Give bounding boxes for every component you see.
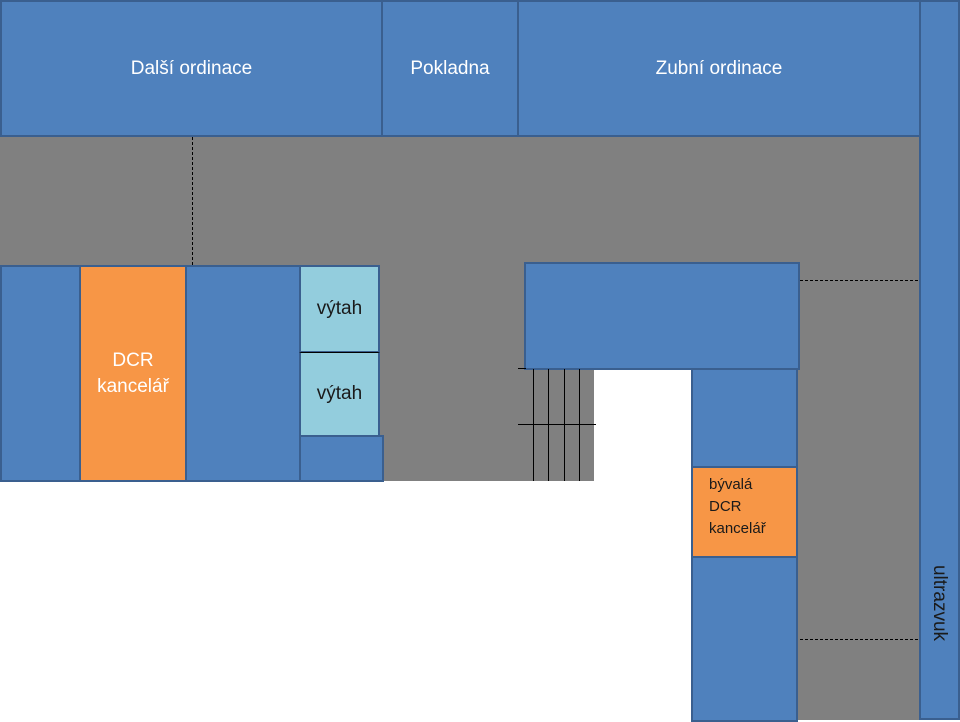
stair-line [548, 369, 549, 481]
room-label: Pokladna [410, 57, 490, 79]
room-label: ultrazvuk [929, 564, 951, 642]
elevator-1: výtah [299, 265, 380, 353]
room-byvala-dcr-kancelar: bývalá DCR kancelář [691, 466, 798, 558]
room-dalsi-ordinace: Další ordinace [0, 0, 383, 137]
courtyard [594, 368, 692, 481]
room-small [299, 435, 384, 482]
dash-dot-line [800, 280, 918, 281]
stair-line [564, 369, 565, 481]
room-label: výtah [316, 298, 363, 319]
room-left-3 [185, 265, 301, 482]
elevator-2: výtah [299, 352, 380, 437]
stair-line [533, 369, 534, 481]
room-label: bývalá [709, 476, 753, 493]
room-label: DCR [112, 349, 154, 371]
room-dcr-kancelar: DCR kancelář [79, 265, 187, 482]
room-ultrazvuk: ultrazvuk [919, 0, 960, 720]
room-pokladna: Pokladna [381, 0, 519, 137]
stair-line [518, 424, 596, 425]
room-label: Další ordinace [130, 57, 253, 79]
room-right-top [524, 262, 800, 370]
dash-dot-line [800, 639, 918, 640]
corridor-right [798, 480, 920, 720]
room-label: DCR [709, 498, 742, 515]
room-label: výtah [316, 383, 363, 404]
room-label: Zubní ordinace [655, 57, 783, 79]
dotted-line [192, 137, 193, 265]
room-label: kancelář [709, 520, 766, 537]
room-zubni-ordinace: Zubní ordinace [517, 0, 921, 137]
room-right-bottom [691, 556, 798, 722]
stair-line [518, 368, 526, 369]
room-left-1 [0, 265, 81, 482]
room-right-2 [691, 368, 798, 468]
room-label: kancelář [97, 375, 169, 397]
stair-line [579, 369, 580, 481]
